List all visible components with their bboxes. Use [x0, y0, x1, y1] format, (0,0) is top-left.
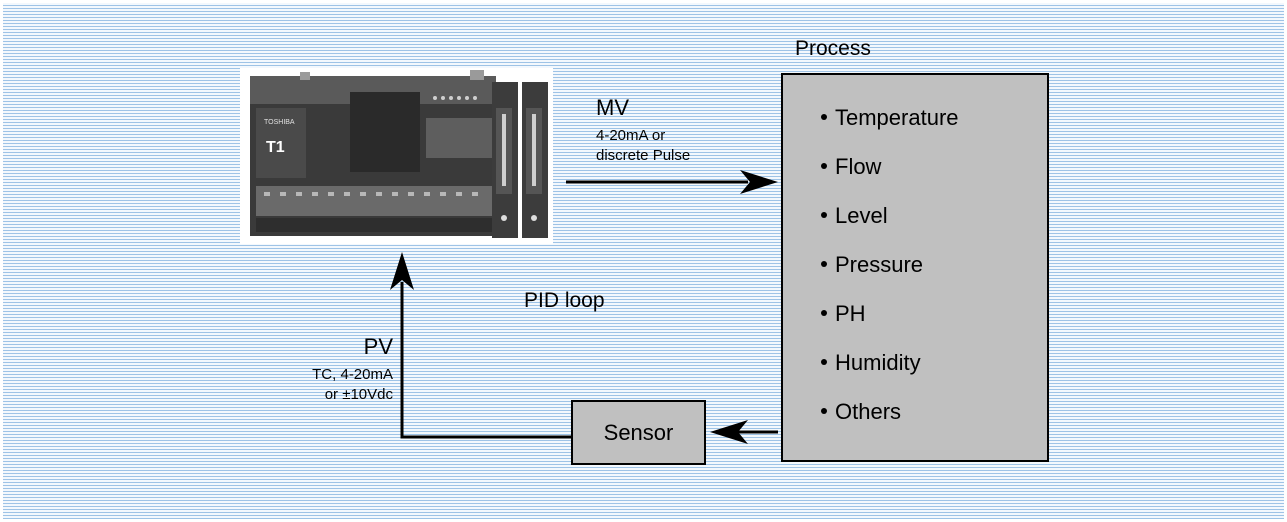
process-box: Temperature Flow Level Pressure PH Humid… — [781, 73, 1049, 462]
bullet-icon — [821, 359, 827, 366]
mv-signal-line1: 4-20mA or — [596, 127, 666, 144]
process-item: Others — [821, 399, 959, 448]
pv-signal-line2: or ±10Vdc — [324, 386, 393, 403]
plc-controller-image: TOSHIBA T1 — [240, 68, 553, 244]
process-title: Process — [795, 37, 871, 60]
mv-title: MV — [596, 95, 629, 120]
diagram-canvas — [3, 3, 1284, 519]
process-item: Humidity — [821, 350, 959, 399]
sensor-box: Sensor — [571, 400, 706, 465]
process-to-sensor-arrow — [710, 420, 778, 444]
pv-title: PV — [363, 334, 393, 359]
sensor-label: Sensor — [603, 419, 674, 445]
bullet-icon — [821, 408, 827, 415]
process-item: Level — [821, 203, 959, 252]
process-item: PH — [821, 301, 959, 350]
bullet-icon — [821, 310, 827, 317]
bullet-icon — [821, 212, 827, 219]
bullet-icon — [821, 163, 827, 170]
process-item: Temperature — [821, 105, 959, 154]
pid-loop-label: PID loop — [524, 289, 605, 312]
process-list: Temperature Flow Level Pressure PH Humid… — [821, 105, 959, 448]
mv-arrow — [566, 170, 778, 194]
pv-feedback-arrow — [390, 252, 571, 439]
bullet-icon — [821, 261, 827, 268]
plc-brand-text: TOSHIBA — [264, 119, 295, 126]
plc-model-text: T1 — [266, 139, 285, 156]
pv-signal-line1: TC, 4-20mA — [312, 366, 393, 383]
mv-signal-line2: discrete Pulse — [596, 147, 691, 164]
bullet-icon — [821, 114, 827, 121]
process-item: Pressure — [821, 252, 959, 301]
process-item: Flow — [821, 154, 959, 203]
